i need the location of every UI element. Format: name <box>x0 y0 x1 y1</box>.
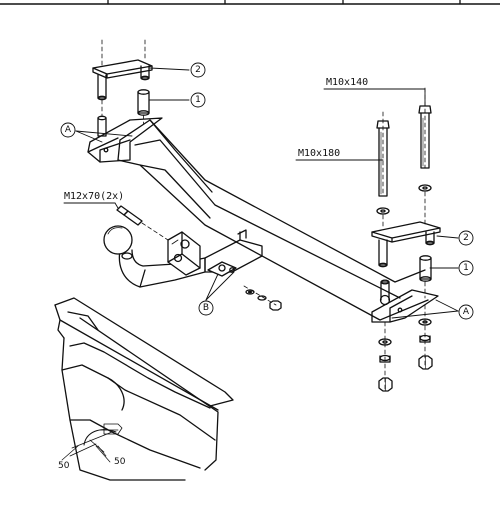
callout-spacer-top-left: 1 <box>195 95 201 105</box>
right-upper-studs <box>378 231 435 268</box>
bolt-m10x180-graphic <box>376 111 390 197</box>
label-bolt-m10x180: M10x180 <box>298 148 340 159</box>
callout-ball-mount-bolts: B <box>203 303 209 313</box>
ball-mount-fasteners <box>243 285 282 311</box>
callout-spacer-right: 1 <box>463 263 469 273</box>
callout-circles <box>60 62 474 320</box>
callout-plate-top-left: 2 <box>195 65 201 75</box>
left-spacer-tube <box>137 89 150 116</box>
right-lower-fasteners <box>378 318 433 392</box>
right-mounting-bracket <box>371 279 439 323</box>
left-upper-plate <box>92 59 153 79</box>
cut-out-marking <box>61 423 123 463</box>
right-assembly-axes <box>382 191 426 391</box>
callout-plate-right: 2 <box>463 233 469 243</box>
tow-ball <box>103 225 133 255</box>
right-spacer-tube <box>419 255 432 282</box>
top-border-rule <box>0 0 500 5</box>
label-bolt-m10x140: M10x140 <box>326 77 368 88</box>
right-upper-washers <box>376 184 432 215</box>
leader-lines <box>63 67 459 319</box>
dimension-cut-width: 50 <box>58 461 70 471</box>
towbar-cross-beam <box>117 119 429 321</box>
bolt-m10x140-graphic <box>418 87 432 169</box>
callout-bracket-right: A <box>463 307 470 317</box>
label-bolt-m12x70: M12x70(2x) <box>64 191 124 202</box>
callout-bracket-left: A <box>65 125 72 135</box>
ball-mount-side-bracket <box>204 229 263 277</box>
dimension-cut-depth: 50 <box>114 457 126 467</box>
left-assembly-axes <box>101 39 146 125</box>
right-upper-plate <box>371 221 441 243</box>
ball-mount-plate <box>167 231 201 276</box>
chassis-detail-view <box>54 297 234 481</box>
left-mounting-bracket <box>87 117 163 163</box>
bolt-m12x70-graphic <box>116 205 169 241</box>
